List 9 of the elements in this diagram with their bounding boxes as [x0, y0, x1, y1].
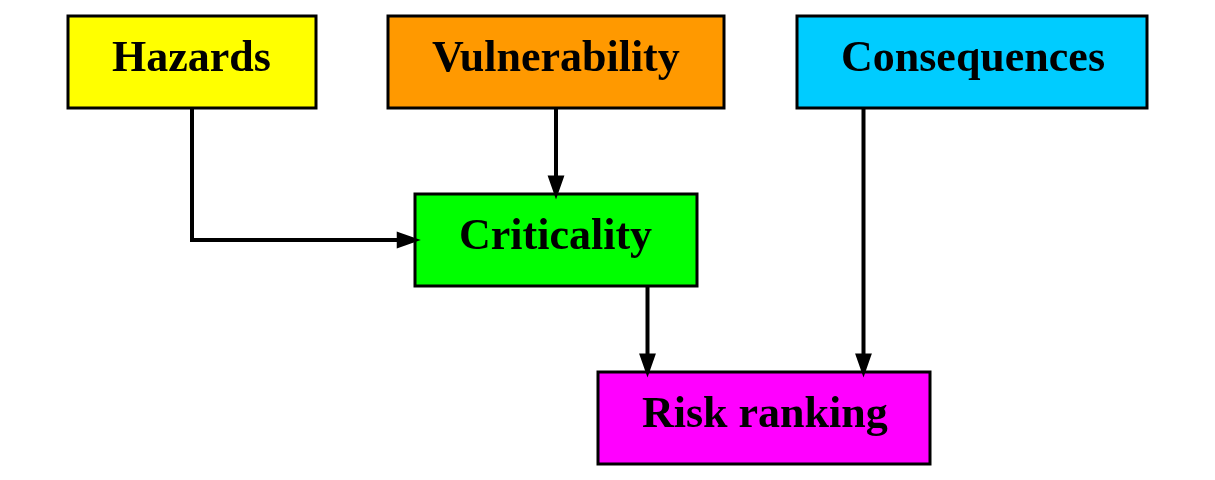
node-box: Consequences	[795, 14, 1149, 110]
node-box: Vulnerability	[386, 14, 726, 110]
arrow	[855, 108, 872, 378]
node-box: Risk ranking	[596, 370, 932, 466]
node-box: Hazards	[66, 14, 318, 110]
arrow	[547, 108, 565, 200]
node-box: Criticality	[413, 192, 699, 288]
arrow	[639, 286, 656, 378]
arrow	[190, 108, 421, 249]
